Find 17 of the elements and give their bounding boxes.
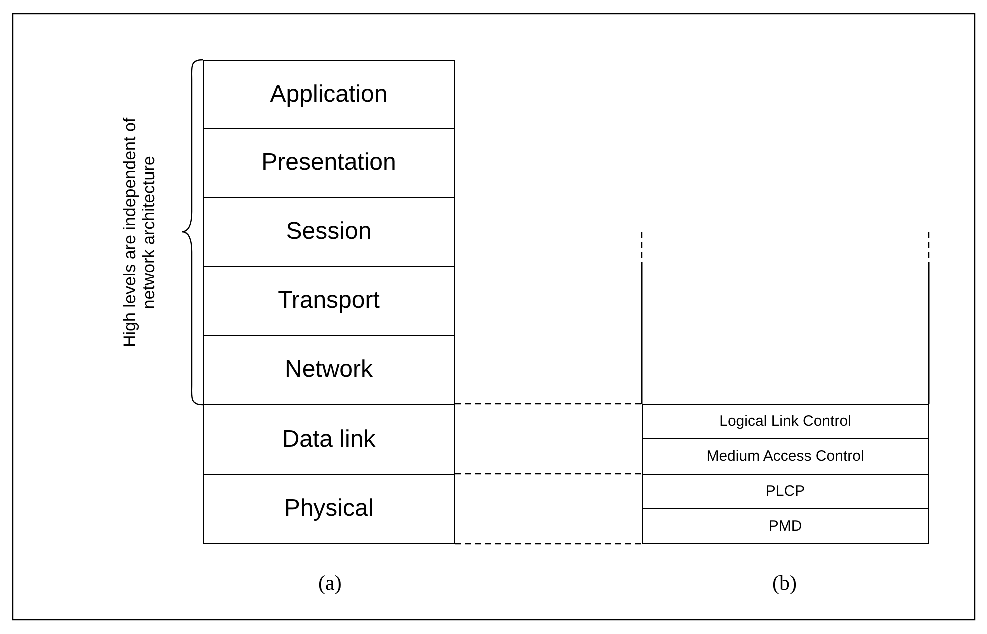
dashed-line bbox=[455, 473, 642, 475]
layer-box: Presentation bbox=[203, 128, 455, 198]
layer-box: PMD bbox=[642, 508, 929, 544]
brace-note: High levels are independent of network architecture bbox=[121, 116, 159, 350]
panel-label: (a) bbox=[318, 570, 342, 596]
dashed-line bbox=[455, 543, 642, 545]
dashed-line bbox=[455, 403, 642, 405]
layer-box: Medium Access Control bbox=[642, 438, 929, 475]
layer-box: Physical bbox=[203, 474, 455, 544]
layer-box: Network bbox=[203, 335, 455, 405]
layer-box: PLCP bbox=[642, 474, 929, 509]
layer-box: Application bbox=[203, 60, 455, 129]
layer-box: Session bbox=[203, 197, 455, 267]
layer-box: Data link bbox=[203, 404, 455, 475]
panel-label: (b) bbox=[772, 570, 797, 596]
layer-box: Transport bbox=[203, 266, 455, 336]
layer-box: Logical Link Control bbox=[642, 404, 929, 439]
